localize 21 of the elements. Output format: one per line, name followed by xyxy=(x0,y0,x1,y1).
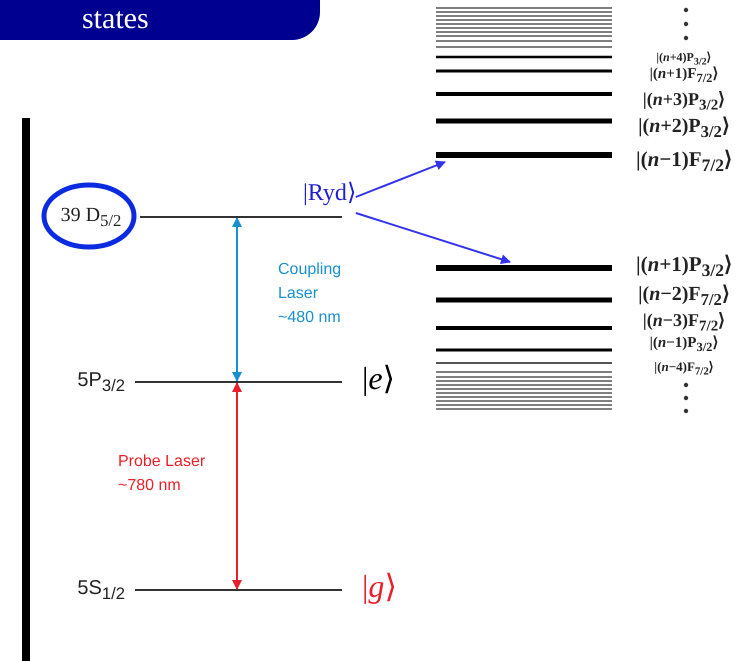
state-label: |(n−3)F$_{7/2}$⟩ xyxy=(642,309,726,335)
state-label: |(n+1)P$_{3/2}$⟩ xyxy=(635,252,733,282)
state-label: |(n−1)P$_{3/2}$⟩ xyxy=(648,334,720,356)
state-label: |(n+2)P$_{3/2}$⟩ xyxy=(637,114,731,143)
arrow xyxy=(232,217,242,382)
state-label: |(n−4)F$_{7/2}$⟩ xyxy=(653,358,715,380)
state-label: |(n+4)P$_{3/2}$⟩ xyxy=(655,49,713,68)
level-label: 39 D$_{5/2}$ xyxy=(60,203,122,232)
banner-text: states xyxy=(82,2,149,36)
state-label: |(n−2)F$_{7/2}$⟩ xyxy=(637,282,731,311)
state-label: |(n+1)F$_{7/2}$⟩ xyxy=(648,65,720,87)
level-label: 5S$_{1/2}$ xyxy=(76,576,125,605)
state-label: |(n−1)F$_{7/2}$⟩ xyxy=(635,147,733,178)
arrow xyxy=(232,382,242,590)
arrow xyxy=(356,160,446,198)
state-ket-label: |g⟩ xyxy=(362,567,396,605)
arrow xyxy=(356,212,511,264)
level-label: 5P$_{3/2}$ xyxy=(76,368,125,397)
state-ket-label: |e⟩ xyxy=(362,359,395,397)
state-label: |(n+3)P$_{3/2}$⟩ xyxy=(642,88,726,116)
state-ket-label: |Ryd⟩ xyxy=(303,179,356,208)
